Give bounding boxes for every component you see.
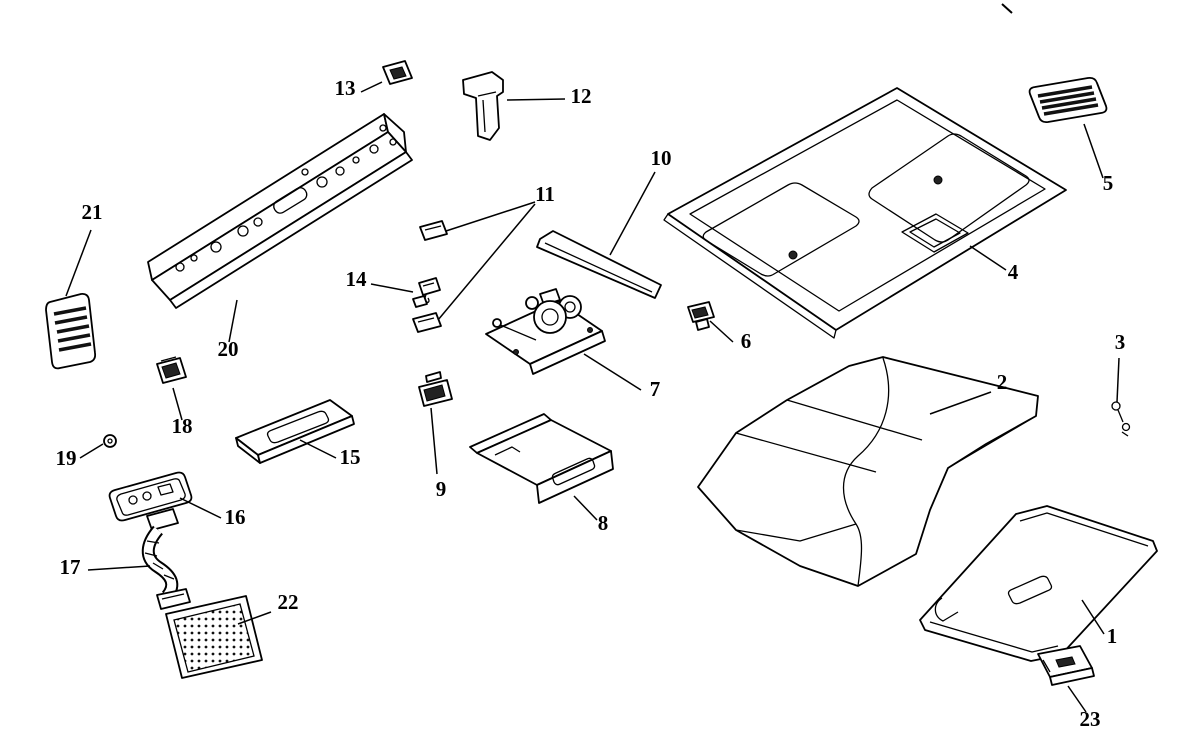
part-1-shape bbox=[919, 505, 1158, 662]
part-8-shape bbox=[469, 413, 614, 504]
callout-label-23: 23 bbox=[1080, 707, 1101, 731]
part-9-shape bbox=[418, 371, 453, 407]
leader-line-6 bbox=[709, 320, 734, 343]
part-16-shape bbox=[108, 471, 193, 522]
callout-label-1: 1 bbox=[1107, 624, 1118, 648]
part-23-shape bbox=[1037, 645, 1095, 686]
part-7-shape bbox=[485, 288, 606, 375]
part-20-shape bbox=[147, 113, 413, 309]
leader-line-11b bbox=[437, 203, 536, 321]
callout-label-4: 4 bbox=[1008, 260, 1019, 284]
callout-label-8: 8 bbox=[598, 511, 609, 535]
leader-line-2 bbox=[929, 391, 992, 415]
leader-line-17 bbox=[87, 565, 151, 571]
leader-line-4 bbox=[969, 245, 1007, 271]
part-21-shape bbox=[45, 292, 97, 370]
leader-line-1 bbox=[1081, 599, 1105, 635]
callout-label-16: 16 bbox=[225, 505, 246, 529]
callout-label-7: 7 bbox=[650, 377, 661, 401]
part-18-shape bbox=[156, 356, 187, 384]
callout-label-13: 13 bbox=[335, 76, 356, 100]
leader-line-14 bbox=[370, 283, 414, 293]
part-12-shape bbox=[462, 71, 504, 141]
part-6-shape bbox=[687, 301, 715, 331]
callout-label-9: 9 bbox=[436, 477, 447, 501]
callout-label-17: 17 bbox=[60, 555, 81, 579]
leader-line-23 bbox=[1067, 685, 1087, 713]
callout-label-19: 19 bbox=[56, 446, 77, 470]
leader-line-3 bbox=[1116, 357, 1120, 403]
leader-line-8 bbox=[573, 495, 598, 521]
part-10-shape bbox=[536, 230, 662, 299]
leader-line-19 bbox=[79, 443, 104, 459]
callout-label-11: 11 bbox=[535, 182, 555, 206]
part-14-shape bbox=[412, 277, 441, 308]
callout-label-10: 10 bbox=[651, 146, 672, 170]
corner-artifact bbox=[1001, 3, 1013, 14]
callout-label-22: 22 bbox=[278, 590, 299, 614]
part-4-shape bbox=[663, 87, 1067, 339]
callout-label-5: 5 bbox=[1103, 171, 1114, 195]
part-22-shape bbox=[165, 595, 263, 679]
leader-line-10 bbox=[609, 171, 656, 256]
leader-line-20 bbox=[228, 299, 238, 343]
leader-line-16 bbox=[179, 497, 222, 519]
leader-lines bbox=[65, 81, 1120, 713]
part-2-shape bbox=[697, 356, 1039, 587]
leader-line-12 bbox=[506, 98, 566, 101]
callout-label-18: 18 bbox=[172, 414, 193, 438]
part-19-shape bbox=[103, 434, 117, 448]
callout-label-15: 15 bbox=[340, 445, 361, 469]
leader-line-7 bbox=[583, 353, 642, 391]
part-11-shape bbox=[412, 220, 448, 333]
callout-label-21: 21 bbox=[82, 200, 103, 224]
leader-line-5 bbox=[1083, 123, 1104, 179]
callout-label-12: 12 bbox=[571, 84, 592, 108]
leader-line-11a bbox=[445, 201, 536, 232]
leader-line-21 bbox=[65, 229, 92, 297]
part-5-shape bbox=[1028, 76, 1108, 124]
leader-line-18 bbox=[172, 387, 183, 421]
part-13-shape bbox=[382, 60, 413, 85]
leader-line-15 bbox=[299, 439, 337, 459]
callout-labels: 1 2 3 4 5 6 7 8 9 10 11 12 13 14 15 16 1… bbox=[56, 76, 1126, 731]
callout-label-14: 14 bbox=[346, 267, 368, 291]
part-17-shape bbox=[141, 508, 191, 610]
leader-line-13 bbox=[360, 81, 383, 93]
callout-label-20: 20 bbox=[218, 337, 239, 361]
part-15-shape bbox=[235, 399, 355, 464]
callout-label-3: 3 bbox=[1115, 330, 1126, 354]
leader-line-9 bbox=[430, 407, 438, 475]
leader-line-22 bbox=[237, 611, 272, 625]
part-3-shape bbox=[1111, 401, 1131, 437]
callout-label-6: 6 bbox=[741, 329, 752, 353]
callout-label-2: 2 bbox=[997, 370, 1008, 394]
